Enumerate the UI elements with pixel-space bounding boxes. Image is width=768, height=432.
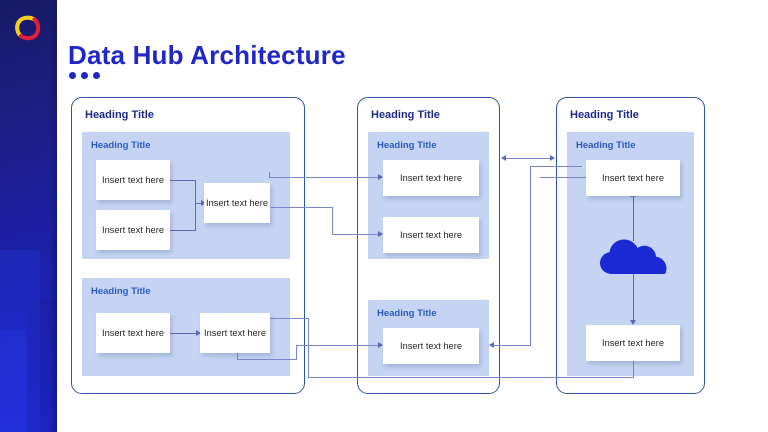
conn-1a2-to-1a3-h	[170, 230, 196, 231]
conn-bottom-into-p3-v	[633, 360, 634, 378]
node-2a1-text: Insert text here	[399, 172, 462, 183]
arrow-p2-to-p3	[550, 155, 555, 161]
node-3a2-text: Insert text here	[601, 337, 664, 348]
node-2b1-text: Insert text here	[399, 340, 462, 351]
conn-p2-p3-bidirectional	[504, 158, 554, 159]
node-3a1[interactable]: Insert text here	[586, 160, 680, 196]
block-2b-title: Heading Title	[377, 308, 437, 319]
cloud-icon	[600, 238, 667, 281]
node-2a2-text: Insert text here	[399, 229, 462, 240]
page-title: Data Hub Architecture	[68, 40, 346, 70]
brand-logo	[12, 14, 42, 44]
node-1a1-text: Insert text here	[101, 174, 164, 185]
panel-1-title: Heading Title	[85, 109, 154, 121]
conn-p3-trunk-v	[530, 166, 531, 345]
conn-p1-to-p2a1-stub	[269, 172, 270, 178]
conn-bottom-long-h	[308, 377, 634, 378]
conn-cloud-down-v	[633, 273, 634, 323]
node-3a2[interactable]: Insert text here	[586, 325, 680, 361]
node-3a1-text: Insert text here	[601, 172, 664, 183]
conn-p1-to-p2a2-h1	[269, 207, 333, 208]
node-1b1-text: Insert text here	[101, 327, 164, 338]
conn-p1b2-right	[269, 318, 309, 319]
rail-edge-shadow	[50, 0, 57, 432]
node-1b2[interactable]: Insert text here	[200, 313, 270, 353]
node-1b2-text: Insert text here	[203, 327, 266, 338]
arrow-into-node-2a2	[378, 231, 383, 237]
panel-2-title: Heading Title	[371, 109, 440, 121]
dot-3	[93, 72, 100, 79]
node-1a1[interactable]: Insert text here	[96, 160, 170, 200]
conn-p1b2-drop	[308, 318, 309, 378]
conn-cloud-up-v	[633, 196, 634, 241]
node-2b1[interactable]: Insert text here	[383, 328, 479, 364]
node-1a3-text: Insert text here	[205, 197, 268, 208]
rail-shade-b	[0, 330, 26, 432]
node-1a2-text: Insert text here	[101, 224, 164, 235]
arrow-into-node-1b2	[196, 330, 201, 336]
conn-1a1-to-1a3-v	[195, 180, 196, 203]
arrow-p3-to-p2	[501, 155, 506, 161]
conn-p1-to-p2a1-h	[269, 177, 382, 178]
conn-1a1-to-1a3-h	[170, 180, 196, 181]
node-2a1[interactable]: Insert text here	[383, 160, 479, 196]
conn-1a2-to-1a3-v	[195, 203, 196, 231]
conn-1a3-in	[195, 203, 205, 204]
arrow-into-node-3a2-top	[630, 320, 636, 325]
conn-p1b-v2	[296, 345, 297, 360]
conn-p1-to-p2a2-v	[332, 207, 333, 235]
node-1a3[interactable]: Insert text here	[204, 183, 270, 223]
conn-into-node-3a1-h	[540, 177, 592, 178]
block-2a-title: Heading Title	[377, 140, 437, 151]
arrow-into-node-2b1-right	[489, 342, 494, 348]
arrow-into-node-2a1	[378, 174, 383, 180]
rail-shade-c	[28, 300, 57, 432]
rail-shade-a	[0, 250, 40, 432]
conn-p1-to-p2a2-h2	[332, 234, 382, 235]
brand-rail	[0, 0, 57, 432]
arrow-into-node-2b1	[378, 342, 383, 348]
block-3a-title: Heading Title	[576, 140, 636, 151]
conn-p3-to-p2b1-h	[492, 345, 531, 346]
node-1a2[interactable]: Insert text here	[96, 210, 170, 250]
arrow-into-node-1a3	[201, 200, 206, 206]
dot-1	[69, 72, 76, 79]
title-bullet-dots	[69, 72, 100, 79]
conn-p1b-h1	[237, 359, 297, 360]
panel-3-title: Heading Title	[570, 109, 639, 121]
block-1a-title: Heading Title	[91, 140, 151, 151]
node-1b1[interactable]: Insert text here	[96, 313, 170, 353]
conn-1b1-to-1b2	[170, 333, 200, 334]
conn-p1b-to-p2b1-h	[296, 345, 382, 346]
conn-p3-trunk-top-h	[530, 166, 582, 167]
dot-2	[81, 72, 88, 79]
block-1b-title: Heading Title	[91, 286, 151, 297]
node-2a2[interactable]: Insert text here	[383, 217, 479, 253]
